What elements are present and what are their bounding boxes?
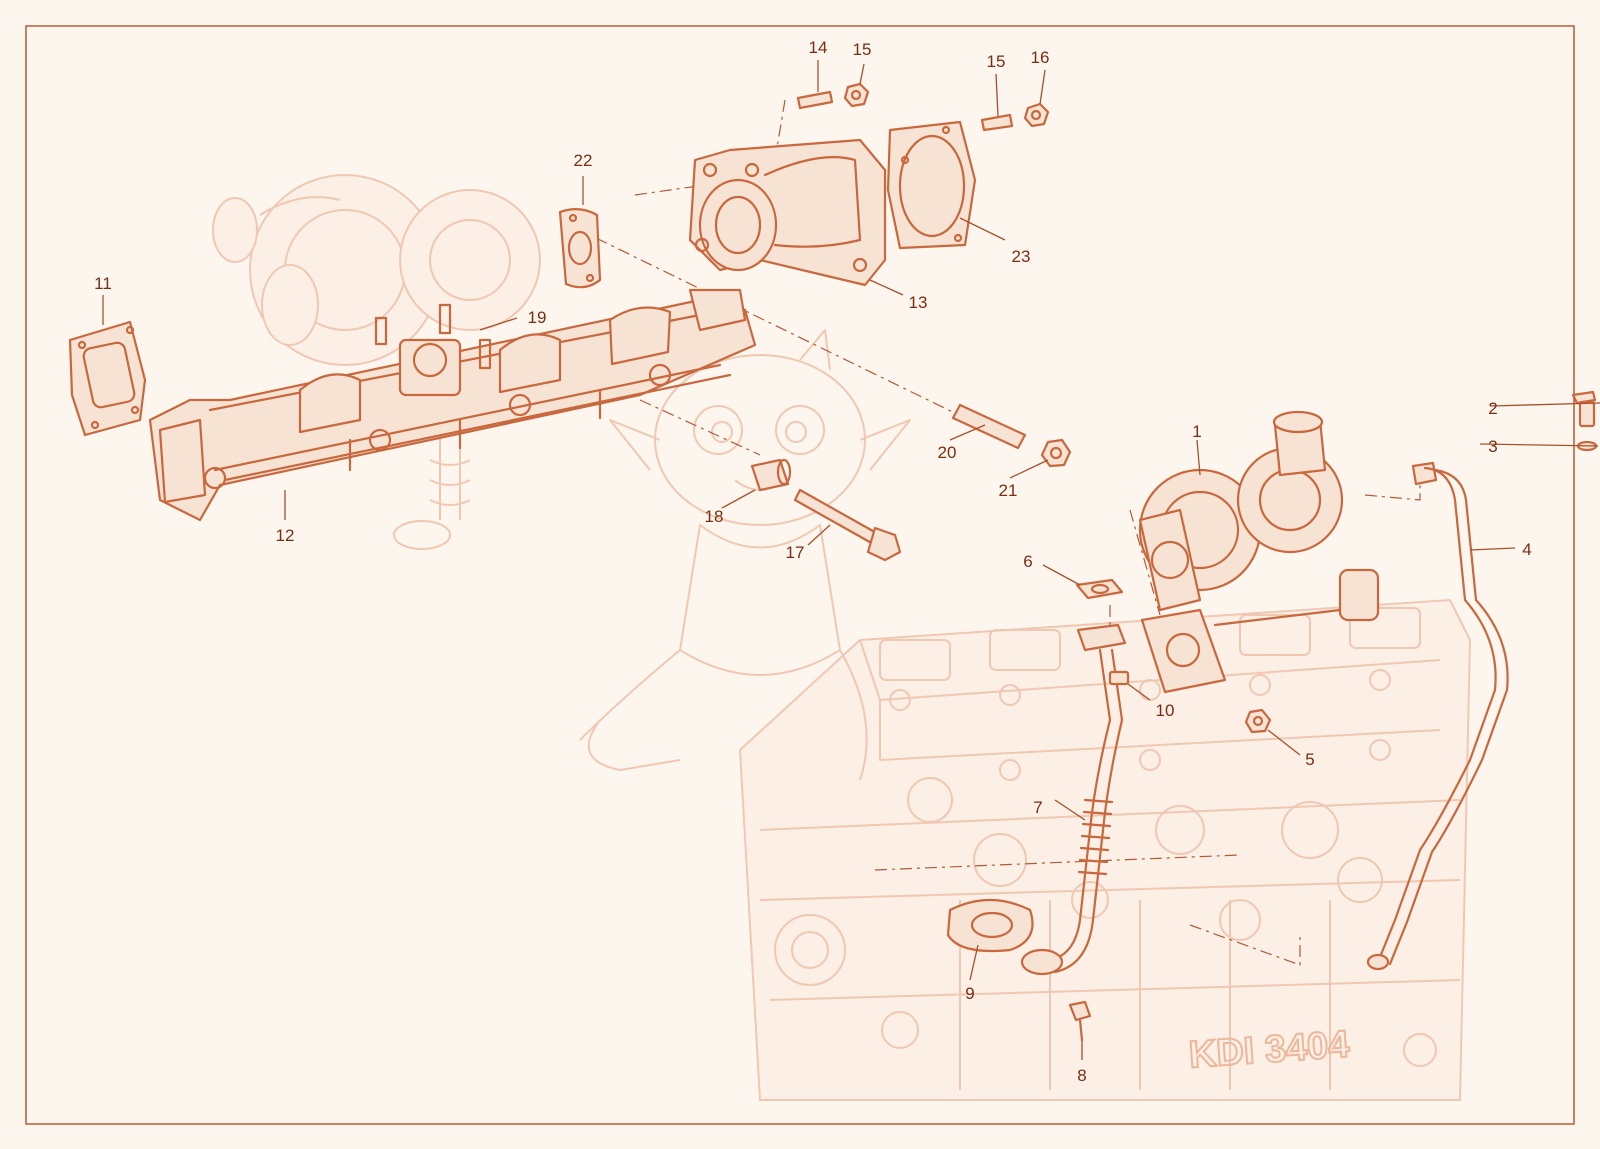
part-4-oil-feed-pipe [1366,461,1509,971]
callout-21: 21 [999,481,1018,500]
turbocharger-ghost [212,174,541,550]
part-21-nut [1040,438,1072,468]
callout-15-left: 15 [853,40,872,59]
callout-labels: 1 2 3 4 5 6 7 8 9 10 11 12 13 14 15 15 1… [94,38,1532,1085]
part-7-oil-return-pipe [1020,623,1127,976]
part-22-gasket [558,208,602,289]
callout-17: 17 [786,543,805,562]
callout-16: 15 [987,52,1006,71]
mascot-watermark-ghost [579,329,911,781]
part-2-banjo-bolt [1571,390,1597,428]
part-15-nut-upper-right [1023,102,1050,128]
callout-9: 9 [965,984,974,1003]
callout-8: 8 [1077,1066,1086,1085]
part-18-spacer [750,458,792,492]
callout-18: 18 [705,507,724,526]
part-15-nut-upper-left [843,82,870,108]
diagram-frame [25,25,1575,1125]
leader-lines [102,60,1600,1060]
callout-6: 6 [1023,552,1032,571]
part-1-turbocharger [1138,410,1380,694]
callout-1: 1 [1192,422,1201,441]
callout-2: 2 [1488,399,1497,418]
callout-20: 20 [938,443,957,462]
callout-11: 11 [94,274,112,293]
part-16-stud [980,113,1014,132]
part-9-gasket [946,898,1034,953]
part-13-outlet-housing [688,138,887,287]
part-6-gasket [1075,578,1124,600]
callout-4: 4 [1522,540,1531,559]
part-11-gasket [68,320,147,437]
part-8-bolt [1068,1000,1092,1042]
part-23-flange-gasket [886,120,977,250]
callout-3: 3 [1488,437,1497,456]
callout-22: 22 [574,151,593,170]
part-14-stud [796,90,834,110]
callout-14: 14 [809,38,828,57]
part-5-nut [1244,708,1272,734]
callout-13: 13 [909,293,928,312]
part-12-exhaust-manifold [148,288,757,522]
part-17-long-bolt [793,488,902,562]
callout-15-right: 16 [1031,48,1050,67]
part-10-fitting [1108,670,1130,686]
part-20-sleeve [951,403,1027,450]
callout-23: 23 [1012,247,1031,266]
callout-10: 10 [1156,701,1175,720]
callout-19: 19 [528,308,547,327]
callout-5: 5 [1305,750,1314,769]
callout-12: 12 [276,526,295,545]
callout-7: 7 [1033,798,1042,817]
